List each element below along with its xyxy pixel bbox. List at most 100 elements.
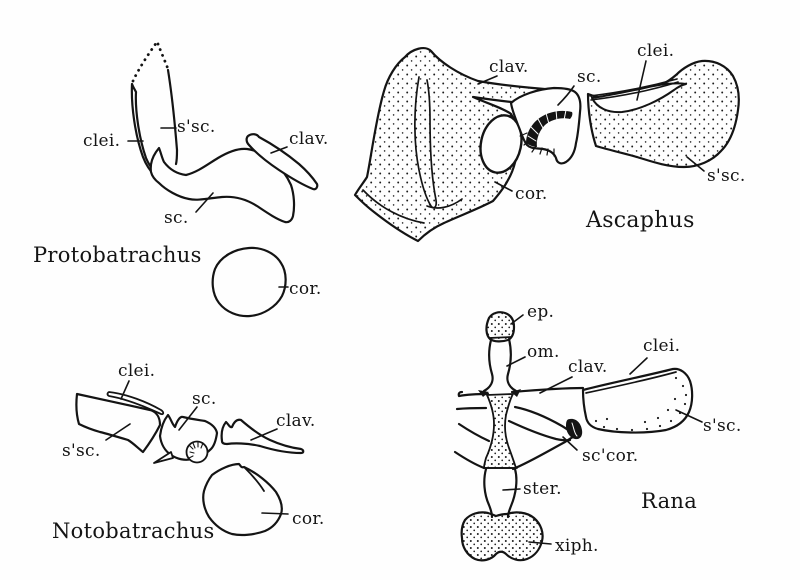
leader-sc	[557, 85, 575, 106]
label-sccor: sc'cor.	[582, 446, 638, 466]
crescent-striation	[527, 135, 537, 142]
ball-hatch	[188, 455, 194, 459]
cleithrum-line-2	[590, 81, 679, 101]
ball-hatch	[200, 442, 204, 449]
species-name-protobatrachus: Protobatrachus	[33, 243, 202, 267]
suprascapula-plate	[581, 367, 694, 434]
plate-stipple	[602, 425, 606, 429]
glenoid-fossa-oval	[479, 114, 523, 174]
panel-ascaphus	[353, 47, 740, 243]
label-ssc: s'sc.	[62, 441, 101, 461]
episternum-base-line	[488, 336, 512, 339]
omosternum-stalk-left	[482, 338, 494, 393]
leader-ssc	[675, 409, 703, 423]
plate-stipple	[684, 393, 688, 397]
leader-sc	[195, 192, 214, 213]
label-sc: sc.	[192, 389, 217, 409]
median-cartilage-strip	[483, 393, 517, 469]
coracoid-shape	[211, 246, 287, 318]
sternum-right-edge	[506, 467, 518, 519]
label-clav: clav.	[276, 411, 316, 431]
interior-arc-a	[362, 189, 425, 224]
suprascapula-white-patch	[591, 82, 687, 114]
label-clei: clei.	[643, 336, 680, 356]
leader-ster	[502, 488, 521, 491]
leader-clav	[477, 75, 498, 85]
plate-stipple	[669, 419, 673, 423]
plate-stipple	[645, 427, 649, 431]
label-ster: ster.	[523, 479, 562, 499]
label-cor: cor.	[289, 279, 322, 299]
leader-clav	[250, 428, 278, 441]
ball-hatch	[192, 442, 196, 449]
leader-clav	[270, 146, 288, 154]
scapula-spike	[153, 451, 174, 464]
label-ssc: s'sc.	[707, 166, 746, 186]
plate-stipple	[674, 376, 678, 380]
crescent-striation	[530, 126, 539, 135]
blotch-highlight	[571, 422, 578, 437]
xiphisternum-shape	[460, 511, 544, 562]
species-name-ascaphus: Ascaphus	[585, 208, 695, 233]
label-cor: cor.	[515, 184, 548, 204]
crescent-fringe	[519, 132, 528, 137]
leader-om	[506, 356, 526, 367]
panel-rana	[453, 311, 703, 562]
label-om: om.	[527, 342, 560, 362]
label-ssc: s'sc.	[703, 416, 742, 436]
plate-stipple	[643, 420, 647, 424]
omosternum-stalk-right	[506, 337, 518, 393]
label-clav: clav.	[489, 57, 529, 77]
plate-stipple	[666, 408, 670, 412]
clavicle-bar-right-bottom	[513, 405, 576, 436]
plate-stipple	[681, 384, 685, 388]
crescent-fringe	[539, 147, 543, 155]
cleithrum-line-1	[589, 78, 678, 97]
coracoid-inner-line	[244, 467, 265, 492]
plate-stipple	[673, 397, 677, 401]
plate-stipple	[683, 402, 687, 406]
label-clei: clei.	[118, 361, 155, 381]
leader-cor	[494, 181, 513, 192]
label-clei: clei.	[637, 41, 674, 61]
clavicle-shape	[245, 133, 319, 191]
leader-clei	[636, 60, 647, 101]
label-ep: ep.	[527, 302, 554, 322]
panel-protobatrachus	[127, 40, 319, 318]
ball-hatch	[188, 444, 194, 450]
coracoid-bottom-edge	[511, 435, 575, 471]
ball-hatch	[189, 451, 195, 454]
glenoid-crescent	[526, 110, 573, 147]
leader-ep	[510, 314, 524, 325]
label-ssc: s'sc.	[177, 117, 216, 137]
label-clav: clav.	[289, 129, 329, 149]
leader-sc	[178, 406, 198, 431]
leader-xiph	[528, 541, 552, 545]
suprascapula-dotted-edge-right	[156, 42, 170, 71]
label-sc: sc.	[164, 208, 189, 228]
leader-clav	[539, 376, 573, 394]
plate-stipple	[594, 419, 598, 423]
left-coracoid-arc-upper	[457, 422, 491, 443]
crescent-fringe	[531, 145, 537, 153]
crescent-fringe	[523, 139, 531, 146]
leader-ssc	[105, 423, 131, 441]
interior-arc-b	[426, 198, 463, 209]
suprascapula-edge	[166, 68, 179, 166]
label-clei: clei.	[83, 131, 120, 151]
crescent-fringe	[546, 148, 549, 156]
plate-stipple	[658, 424, 662, 428]
leader-clei	[629, 357, 648, 375]
suprascapula-dotted-edge-left	[131, 40, 159, 83]
leader-cor	[261, 512, 289, 515]
panel-notobatrachus	[75, 380, 305, 537]
crescent-striation	[555, 109, 558, 122]
cleithrum-inner-line	[585, 371, 677, 394]
left-coracoid-arc-lower	[453, 450, 486, 470]
clavicle-bar-left-bottom	[455, 406, 488, 411]
crescent-striation	[537, 118, 544, 129]
crescent-striation	[545, 112, 550, 125]
leader-ssc	[686, 156, 705, 172]
